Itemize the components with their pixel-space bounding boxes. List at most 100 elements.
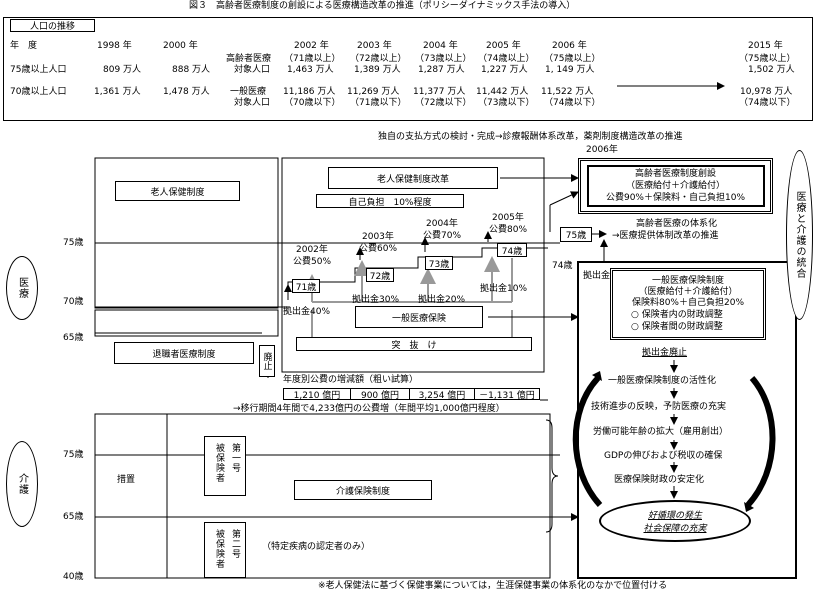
row-label-75: 75歳以上人口 (10, 65, 67, 75)
step-2005-age: 74歳 (497, 243, 527, 257)
age-2002: （71歳以上） (284, 54, 341, 64)
year-2006-label: 2006年 (586, 145, 618, 155)
year-2006: 2006 年 (552, 41, 587, 51)
age-2015: （75歳以上） (739, 54, 796, 64)
population-header: 人口の推移 (10, 19, 95, 32)
gen-2002: 11,186 万人 (283, 87, 336, 97)
koufu-label: 年度別公費の増減額（粗い試算） (283, 375, 419, 385)
kyoshutsu-20: 拠出金20% (418, 295, 466, 305)
year-2004: 2004 年 (423, 41, 458, 51)
genage-2004: （72歳以下） (415, 98, 472, 108)
top-note: 独自の支払方式の検討・完成→診療報酬体系改革，薬剤制度構造改革の推進 (378, 132, 683, 142)
age-65-top: 65歳 (63, 333, 84, 343)
age-40: 40歳 (63, 572, 84, 582)
age-2003: （72歳以上） (350, 54, 407, 64)
year-2005: 2005 年 (486, 41, 521, 51)
year-2015: 2015 年 (748, 41, 783, 51)
genage-2003: （71歳以下） (350, 98, 407, 108)
general-label-1: 一般医療 (230, 87, 267, 97)
genage-2006: （74歳以下） (544, 98, 601, 108)
row-label-year: 年 度 (10, 41, 38, 51)
jiko-box: 自己負担 10%程度 (316, 194, 464, 208)
new-general-l1: 一般医療保険制度 (651, 276, 724, 286)
pop-2015: 1,502 万人 (748, 65, 795, 75)
dai1-label: 第一号 (230, 443, 240, 473)
pop75-2000: 888 万人 (172, 65, 211, 75)
kyoshutsu-10: 拠出金10% (480, 284, 528, 294)
hiho1-box: 第一号 被保険者 (204, 436, 246, 496)
genage-2005: （73歳以下） (478, 98, 535, 108)
flow-1: 一般医療保険制度の活性化 (608, 376, 717, 386)
age-65-bottom: 65歳 (63, 512, 84, 522)
new-general-l3: 保険料80%＋自己負担20% (631, 298, 744, 308)
step-2004-age: 73歳 (425, 256, 453, 270)
hiho2-label: 被保険者 (214, 529, 224, 569)
new-general-l5: ○ 保険者間の財政調整 (631, 322, 723, 332)
year-1998: 1998 年 (97, 41, 132, 51)
kyoshutsu-40: 拠出金40% (283, 307, 331, 317)
gen-2004: 11,377 万人 (413, 87, 466, 97)
step-2003-year: 2003年 (362, 232, 394, 242)
step-2002-age: 71歳 (292, 279, 320, 293)
taikei-l1: 高齢者医療の体系化 (636, 219, 718, 229)
togo-label: 医療と介護の統合 (794, 191, 805, 279)
step-2002-pct: 公費50% (293, 257, 332, 267)
year-2000: 2000 年 (163, 41, 198, 51)
step-2003-age: 72歳 (366, 268, 394, 282)
pop-2004: 1,287 万人 (418, 65, 465, 75)
step-2005-year: 2005年 (492, 213, 524, 223)
step-2003-pct: 公費60% (359, 244, 398, 254)
taishoku-box: 退職者医療制度 (114, 342, 254, 364)
elderly-label-1: 高齢者医療 (226, 54, 272, 64)
new-general-box: 一般医療保険制度 （医療給付＋介護給付） 保険料80%＋自己負担20% ○ 保険… (610, 268, 766, 340)
age-2005: （74歳以上） (478, 54, 535, 64)
kaigo-system-box: 介護保険制度 (294, 480, 432, 500)
iryo-label: 医療 (16, 277, 28, 299)
taikei-l2: →医療提供体制改革の推進 (612, 231, 719, 241)
kaigo-circle: 介護 (6, 441, 38, 527)
flow-4: GDPの伸びおよび税収の確保 (604, 451, 723, 461)
totsu-box: 突 抜 け (296, 337, 532, 351)
pop-2003: 1,389 万人 (354, 65, 401, 75)
hiho2-box: 第二号 被保険者 (204, 522, 246, 578)
final-ellipse: 好循環の発生 社会保障の充実 (599, 500, 751, 542)
pop-2006: 1, 149 万人 (545, 65, 595, 75)
tokutei-label: （特定疾病の認定者のみ） (262, 542, 371, 552)
step-2005-pct: 公費80% (489, 225, 528, 235)
year-2003: 2003 年 (357, 41, 392, 51)
ippan-box: 一般医療保険 (355, 306, 483, 328)
flow-5: 医療保険財政の安定化 (614, 475, 705, 485)
age-74: 74歳 (552, 261, 573, 271)
new-general-l2: （医療給付＋介護給付） (638, 287, 738, 297)
general-label-2: 対象人口 (234, 98, 271, 108)
age-70: 70歳 (63, 297, 84, 307)
age-75-bottom: 75歳 (63, 450, 84, 460)
gen-2005: 11,442 万人 (476, 87, 529, 97)
kyoshutsu-0: 拠出金0 (583, 271, 616, 281)
genage-2015: （74歳以下） (739, 98, 796, 108)
dai2-label: 第二号 (230, 529, 240, 559)
population-table (3, 17, 813, 121)
age-2004: （73歳以上） (415, 54, 472, 64)
step-2004-year: 2004年 (426, 219, 458, 229)
flow-2: 技術進歩の反映，予防医療の充実 (591, 402, 727, 412)
rojin-box: 老人保健制度 (115, 181, 240, 201)
sochi-label: 措置 (117, 475, 136, 485)
row-label-70: 70歳以上人口 (10, 87, 67, 97)
genage-2002: （70歳以下） (284, 98, 341, 108)
gen-2003: 11,269 万人 (347, 87, 400, 97)
pop70-1998: 1,361 万人 (94, 87, 141, 97)
elderly-label-2: 対象人口 (234, 65, 271, 75)
new-elderly-box: 高齢者医療制度創設 （医療給付＋介護給付） 公費90%＋保険料・自己負担10% (578, 158, 773, 214)
togo-circle: 医療と介護の統合 (786, 150, 813, 320)
pop-2002: 1,463 万人 (287, 65, 334, 75)
iryo-circle: 医療 (6, 256, 38, 320)
box-75: 75歳 (560, 227, 592, 242)
age-75-top: 75歳 (63, 238, 84, 248)
koufu-v3: 3,254 億円 (409, 388, 475, 401)
pop70-2000: 1,478 万人 (163, 87, 210, 97)
kyoshutsu-30: 拠出金30% (352, 295, 400, 305)
pop-2005: 1,227 万人 (481, 65, 528, 75)
haishi-kyoshutsu: 拠出金廃止 (642, 348, 688, 358)
